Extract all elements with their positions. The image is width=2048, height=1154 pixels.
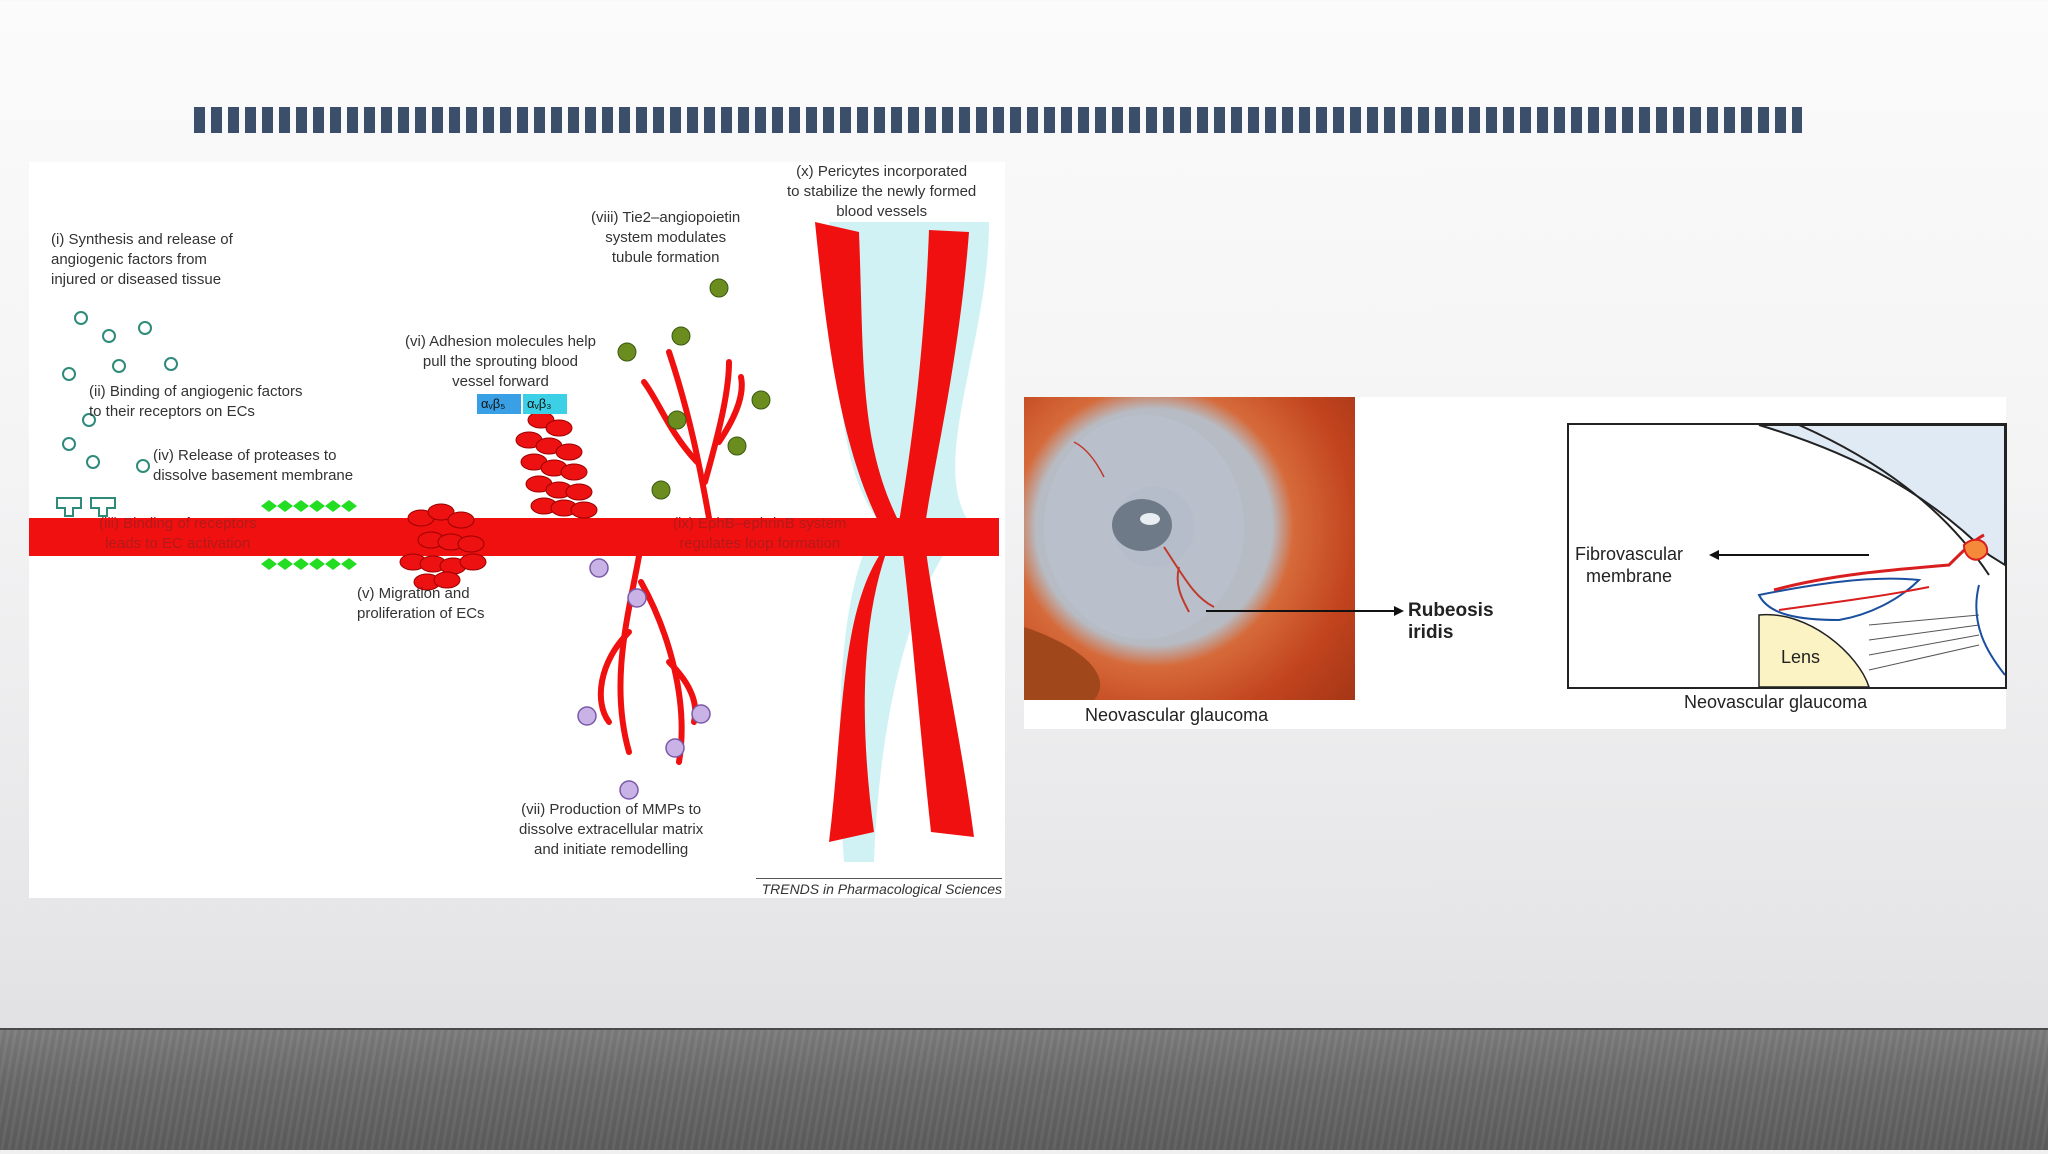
main-blood-vessel — [29, 518, 999, 556]
angiogenic-factors — [62, 311, 178, 473]
tie2-sprout — [641, 349, 745, 521]
integrin-b3-box — [523, 394, 567, 414]
label-step-ii: (ii) Binding of angiogenic factors to th… — [89, 383, 303, 420]
angle-schematic: Fibrovascular membrane Lens — [1567, 423, 2007, 689]
integrin-b5-box — [477, 394, 521, 414]
mmp-particles — [577, 558, 711, 800]
floor-background — [0, 1028, 2048, 1154]
label-step-ix: (ix) EphB–ephrinB system regulates loop … — [673, 515, 847, 552]
angiopoietin-particles — [617, 278, 771, 500]
decorative-stripe-bar — [194, 107, 1802, 133]
label-step-x: (x) Pericytes incorporated to stabilize … — [787, 163, 977, 220]
floor-texture — [0, 1030, 2048, 1154]
rubeosis-iridis-label: Rubeosis iridis — [1408, 600, 1494, 643]
label-step-iii: (iii) Binding of receptors leads to EC a… — [99, 515, 257, 552]
integrin-b5-label: αᵥβ₅ — [481, 396, 506, 411]
schematic-caption: Neovascular glaucoma — [1684, 692, 1868, 712]
integrin-b3-label: αᵥβ₃ — [527, 396, 552, 411]
label-step-i: (i) Synthesis and release of angiogenic … — [51, 231, 233, 288]
photo-caption: Neovascular glaucoma — [1085, 705, 1269, 725]
proliferating-ecs — [399, 503, 487, 591]
eye-photo-details — [1024, 415, 1244, 700]
figure-credit: TRENDS in Pharmacological Sciences — [756, 878, 1002, 897]
label-step-viii: (viii) Tie2–angiopoietin system modulate… — [591, 209, 741, 266]
mmp-sprout — [597, 553, 699, 765]
ec-receptors — [56, 497, 116, 517]
angiogenesis-diagram: (i) Synthesis and release of angiogenic … — [29, 162, 1005, 898]
migrating-ecs — [515, 411, 598, 519]
neovascular-glaucoma-figure: Rubeosis iridis Neovascular glaucoma Fib… — [1024, 397, 2007, 729]
eye-photo — [1024, 397, 1355, 700]
floor-edge — [0, 1150, 2048, 1154]
rubeosis-pointer — [1206, 606, 1404, 616]
label-step-iv: (iv) Release of proteases to dissolve ba… — [153, 447, 354, 484]
angle-schematic-art — [1709, 425, 2005, 687]
mature-vessel — [815, 222, 974, 842]
label-step-vi: (vi) Adhesion molecules help pull the sp… — [405, 333, 596, 390]
lens-label: Lens — [1781, 647, 1821, 667]
angiogenesis-artwork — [29, 222, 999, 862]
fibrovascular-membrane-label: Fibrovascular membrane — [1575, 544, 1684, 586]
label-step-vii: (vii) Production of MMPs to dissolve ext… — [519, 801, 704, 858]
proteases — [253, 500, 357, 570]
label-step-v: (v) Migration and proliferation of ECs — [357, 585, 485, 622]
